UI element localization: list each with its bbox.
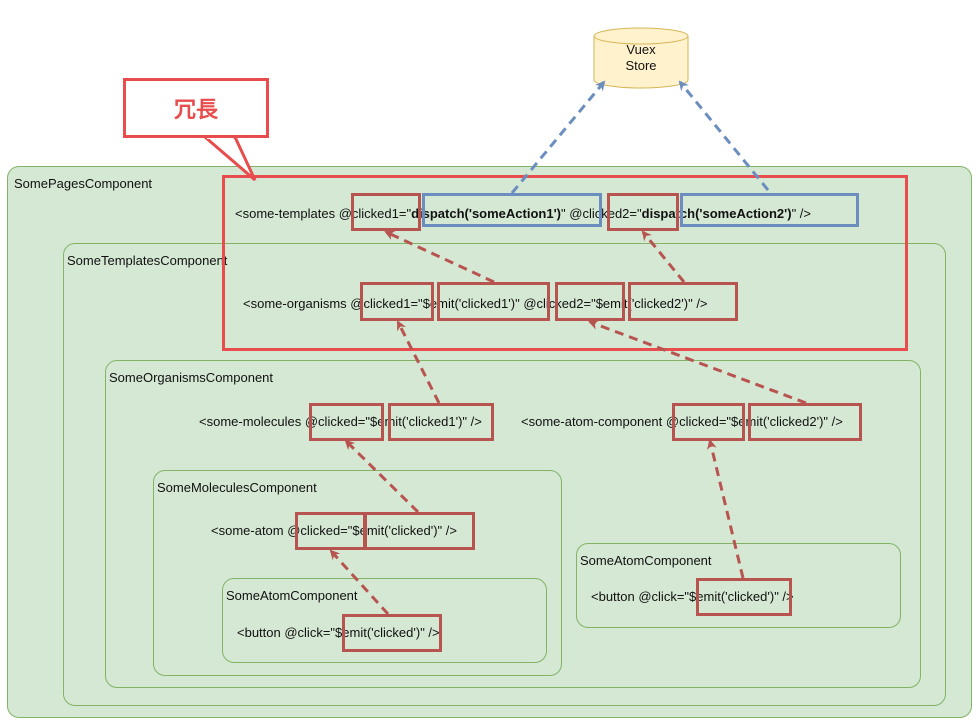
- highlight-button-left-emit: [342, 614, 442, 652]
- highlight-templates-clicked2: [607, 193, 679, 231]
- code-tag: <some-templates: [235, 206, 339, 221]
- vuex-store-cylinder: [593, 27, 689, 89]
- event-attr: @clicked1: [350, 296, 411, 311]
- emit-value: $emit('clicked'): [689, 589, 775, 604]
- atom-left-component-title: SomeAtomComponent: [226, 588, 358, 603]
- molecules-component-title: SomeMoleculesComponent: [157, 480, 317, 495]
- store-label-line1: Vuex: [626, 42, 656, 57]
- emit-arrow-button-right-to-atom-component: [707, 439, 745, 579]
- code-tag: <some-organisms: [243, 296, 351, 311]
- code-close: " />: [462, 414, 482, 429]
- emit-arrow-molecules-to-organisms: [396, 320, 441, 404]
- emit-arrow-organisms-to-templates-1: [384, 230, 495, 284]
- highlight-templates-clicked1: [351, 193, 421, 231]
- event-attr: @clicked: [665, 414, 719, 429]
- emit-value: $emit('clicked2'): [731, 414, 824, 429]
- code-eq: =": [340, 523, 353, 538]
- code-tag: <button @click=": [237, 625, 336, 640]
- code-close: ": [561, 206, 570, 221]
- emit-arrow-organisms-to-templates-2: [641, 230, 686, 283]
- code-tag: <button @click=": [591, 589, 690, 604]
- button-left-code-line: <button @click="$emit('clicked')" />: [237, 625, 440, 640]
- organisms-code-line: <some-organisms @clicked1="$emit('clicke…: [243, 296, 708, 311]
- code-tag: <some-molecules: [199, 414, 305, 429]
- dispatch-value: dispatch('someAction2'): [641, 206, 792, 221]
- code-tag: <some-atom-component: [521, 414, 666, 429]
- store-label-line2: Store: [625, 58, 657, 73]
- emit-arrow-some-atom-to-molecules: [344, 439, 420, 514]
- emit-value: $emit('clicked2'): [595, 296, 689, 311]
- templates-component-title: SomeTemplatesComponent: [67, 253, 228, 268]
- code-close: " />: [774, 589, 794, 604]
- emit-arrow-button-left-to-some-atom: [329, 549, 390, 616]
- atom-right-component-title: SomeAtomComponent: [580, 553, 712, 568]
- code-eq: =": [357, 414, 371, 429]
- code-tag: <some-atom: [211, 523, 288, 538]
- event-attr: @clicked: [304, 414, 358, 429]
- button-right-code-line: <button @click="$emit('clicked')" />: [591, 589, 794, 604]
- code-eq: =": [583, 296, 596, 311]
- code-close: ": [515, 296, 524, 311]
- highlight-organisms-clicked2: [555, 282, 625, 321]
- dispatch-arrow-2: [678, 80, 770, 191]
- dispatch-value: dispatch('someAction1'): [411, 206, 562, 221]
- highlight-button-right-emit: [696, 578, 792, 616]
- code-close: " />: [823, 414, 843, 429]
- highlight-organisms-emit2: [628, 282, 738, 321]
- redundant-frame: [222, 175, 908, 351]
- dispatch-arrow-1: [510, 80, 606, 194]
- callout-pointer: [200, 135, 257, 182]
- highlight-organisms-clicked1: [360, 282, 434, 321]
- code-eq: =": [718, 414, 732, 429]
- emit-value: $emit('clicked'): [352, 523, 438, 538]
- highlight-dispatch-action2: [680, 193, 859, 227]
- highlight-atom-component-emit: [748, 403, 862, 441]
- emit-value: $emit('clicked'): [335, 625, 421, 640]
- redundant-callout: 冗長: [123, 78, 269, 138]
- highlight-molecules-emit: [388, 403, 494, 441]
- redundant-callout-label: 冗長: [173, 98, 218, 123]
- atom-left-component-box: [222, 578, 547, 663]
- code-close: " />: [791, 206, 812, 221]
- molecules-code-line: <some-molecules @clicked="$emit('clicked…: [199, 414, 482, 429]
- event-attr: @clicked: [287, 523, 341, 538]
- highlight-dispatch-action1: [422, 193, 602, 227]
- code-close: " />: [688, 296, 708, 311]
- emit-value: $emit('clicked1'): [370, 414, 463, 429]
- code-close: " />: [420, 625, 440, 640]
- emit-value: $emit('clicked1'): [422, 296, 516, 311]
- code-eq: =": [410, 296, 423, 311]
- highlight-molecules-clicked: [309, 403, 384, 441]
- some-atom-code-line: <some-atom @clicked="$emit('clicked')" /…: [211, 523, 457, 538]
- code-close: " />: [437, 523, 457, 538]
- organisms-component-title: SomeOrganismsComponent: [109, 370, 274, 385]
- pages-component-title: SomePagesComponent: [14, 176, 153, 191]
- code-eq: =": [629, 206, 642, 221]
- emit-arrow-atom-component-to-organisms: [588, 320, 807, 405]
- atom-component-code-line: <some-atom-component @clicked="$emit('cl…: [521, 414, 843, 429]
- highlight-organisms-emit1: [437, 282, 550, 321]
- event-attr: @clicked2: [523, 296, 584, 311]
- code-eq: =": [398, 206, 412, 221]
- vuex-store-label: Vuex Store: [594, 42, 688, 74]
- highlight-some-atom-emit: [364, 512, 475, 550]
